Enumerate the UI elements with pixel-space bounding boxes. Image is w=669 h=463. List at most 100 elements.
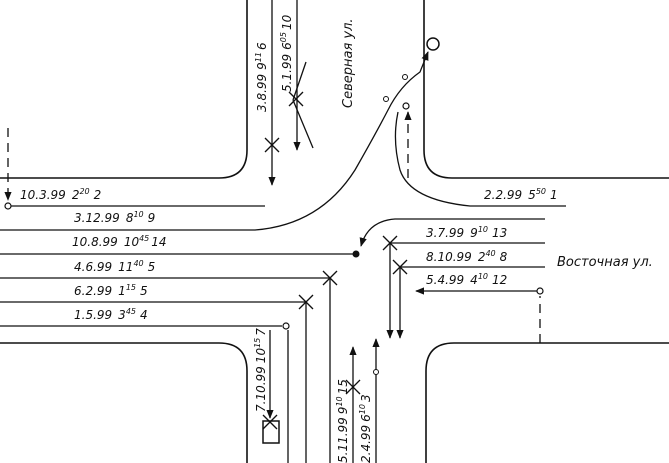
record-date: 10.3.99 — [20, 188, 66, 202]
record-number: 4 — [140, 308, 148, 322]
record-minute: 15 — [126, 283, 136, 292]
track-8-10-99: 8.10.99 240 8 — [392, 249, 545, 339]
track-7-10-99: 7.10.99 1015 7 — [253, 328, 280, 444]
collision-mark — [288, 91, 304, 107]
curb-north-west — [0, 0, 248, 179]
svg-text:7.10.9910157: 7.10.99 1015 7 — [253, 328, 268, 412]
record-number: 8 — [500, 250, 508, 264]
record-date: 2.2.99 — [484, 188, 522, 202]
record-minute: 40 — [133, 259, 143, 268]
record-hour: 1 — [118, 284, 126, 298]
collision-mark — [264, 137, 280, 153]
record-minute: 05 — [279, 32, 288, 42]
record-date: 5.1.99 — [280, 54, 294, 92]
track-3-8-99: 3.8.99 911 6 — [254, 0, 280, 186]
track-3-12-99: 3.12.99 810 9 — [0, 51, 429, 231]
collision-mark — [345, 379, 361, 395]
record-date: 4.6.99 — [74, 260, 112, 274]
record-date: 10.8.99 — [72, 235, 118, 249]
record-date: 5.4.99 — [426, 273, 464, 287]
track-5-4-99: 5.4.99 410 12 — [415, 272, 544, 343]
record-number: 3 — [359, 394, 373, 402]
record-minute: 50 — [536, 187, 546, 196]
parked-vehicle — [262, 420, 280, 444]
track-5-11-99: 5.11.99 910 15 — [335, 346, 361, 463]
record-number: 15 — [336, 379, 350, 394]
record-date: 5.11.99 — [336, 417, 350, 463]
record-date: 1.5.99 — [74, 308, 112, 322]
record-number: 2 — [94, 188, 102, 202]
record-minute: 40 — [485, 249, 495, 258]
record-hour: 2 — [478, 250, 486, 264]
record-number: 6 — [255, 42, 269, 50]
street-name-north: Северная ул. — [341, 18, 356, 108]
record-hour: 6 — [280, 42, 294, 50]
record-date: 6.2.99 — [74, 284, 112, 298]
record-minute: 10 — [478, 272, 488, 281]
record-date: 8.10.99 — [426, 250, 472, 264]
record-number: 5 — [140, 284, 148, 298]
record-hour: 9 — [255, 62, 269, 70]
collision-mark — [298, 294, 314, 310]
record-number: 12 — [492, 273, 507, 287]
track-2-4-99: 2.4.996103 — [358, 338, 380, 463]
street-name-east: Восточная ул. — [557, 255, 653, 270]
curb-south-west — [0, 342, 248, 463]
record-number: 14 — [151, 235, 166, 249]
record-hour: 9 — [336, 407, 350, 415]
collision-mark — [382, 235, 398, 251]
record-hour: 2 — [72, 188, 80, 202]
record-hour: 10 — [254, 348, 268, 364]
collision-mark — [322, 270, 338, 286]
record-minute: 10 — [478, 225, 488, 234]
track-4-6-99: 4.6.99 1140 5 — [0, 259, 338, 463]
record-minute: 45 — [126, 307, 136, 316]
track-2-2-99: 2.2.99 550 1 — [394, 37, 566, 207]
svg-text:3.8.999116: 3.8.99 911 6 — [254, 42, 269, 112]
record-minute: 11 — [254, 52, 263, 62]
record-hour: 10 — [124, 235, 140, 249]
collision-mark — [262, 414, 278, 430]
collision-mark — [392, 259, 408, 275]
record-hour: 11 — [118, 260, 133, 274]
record-number: 1 — [550, 188, 558, 202]
record-number: 7 — [254, 328, 268, 336]
record-minute: 15 — [253, 338, 262, 348]
record-hour: 6 — [359, 414, 373, 422]
record-hour: 5 — [528, 188, 536, 202]
record-minute: 10 — [335, 396, 344, 406]
record-date: 7.10.99 — [254, 366, 268, 412]
record-hour: 4 — [470, 273, 478, 287]
record-number: 9 — [148, 211, 156, 225]
record-date: 3.12.99 — [74, 211, 120, 225]
record-minute: 45 — [139, 234, 149, 243]
record-number: 13 — [492, 226, 507, 240]
curb-south-east — [425, 342, 669, 463]
record-hour: 9 — [470, 226, 478, 240]
record-minute: 10 — [133, 210, 143, 219]
record-date: 2.4.99 — [359, 425, 373, 463]
svg-text:5.1.9960510: 5.1.9960510 — [279, 14, 294, 92]
svg-text:2.4.996103: 2.4.996103 — [358, 394, 373, 463]
record-date: 3.8.99 — [255, 74, 269, 112]
record-hour: 8 — [126, 211, 134, 225]
record-date: 3.7.99 — [426, 226, 464, 240]
record-minute: 20 — [79, 187, 89, 196]
curb-north-east — [423, 0, 669, 179]
